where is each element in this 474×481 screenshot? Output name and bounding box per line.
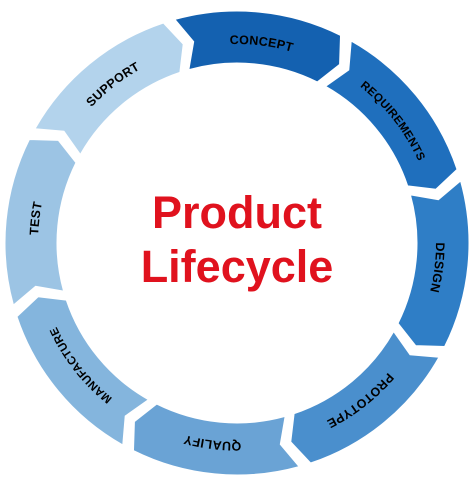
stage-arrow-support (34, 22, 184, 156)
stage-arrow-qualify (132, 403, 300, 476)
center-title-line-1: Product (151, 187, 322, 238)
stage-arrow-design (397, 180, 470, 348)
center-title-line-2: Lifecycle (140, 241, 334, 292)
stage-arrow-requirements (324, 40, 458, 190)
stage-arrow-prototype (290, 330, 440, 464)
stage-arrow-test (4, 138, 77, 306)
ring-segments (4, 10, 470, 476)
stage-arrow-manufacture (16, 296, 150, 446)
stage-arrow-concept (174, 10, 342, 83)
